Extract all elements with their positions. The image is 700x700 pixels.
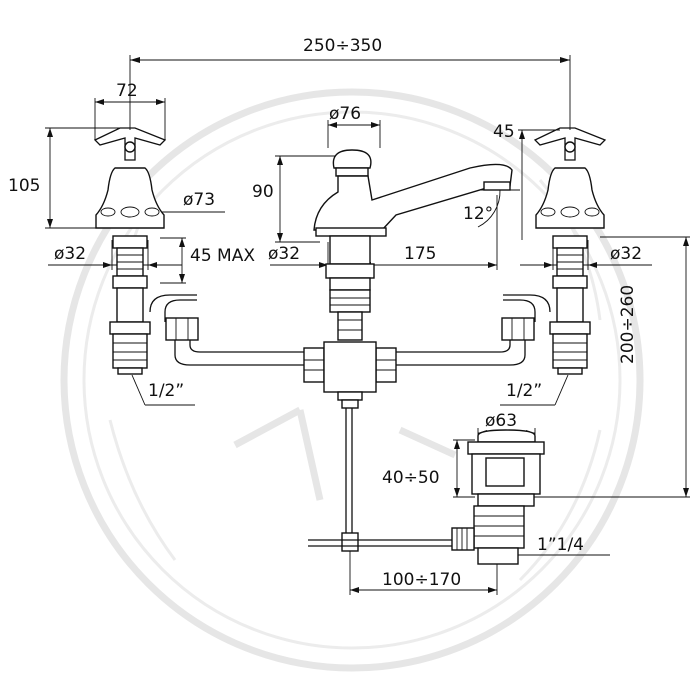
handle-height-label: 105: [8, 176, 41, 196]
waste-diameter-label: ø63: [485, 411, 518, 431]
left-handle-valve: [93, 127, 167, 375]
spout-body: [313, 149, 513, 341]
spout-diameter-label: ø76: [329, 104, 362, 124]
overall-width-label: 250÷350: [303, 36, 383, 56]
spout-reach-label: 175: [404, 244, 437, 264]
max-thickness-label: 45 MAX: [190, 246, 255, 266]
center-shank-label: ø32: [268, 244, 301, 264]
waste-height-label: 40÷50: [382, 468, 440, 488]
dimension-lines: [45, 55, 690, 595]
waste-thread-label: 1”1/4: [537, 535, 584, 555]
waste-assembly: [451, 429, 545, 565]
left-thread-label: 1/2”: [148, 381, 185, 401]
popup-rod: [308, 408, 460, 552]
pipe-length-label: 200÷260: [618, 284, 638, 364]
right-thread-label: 1/2”: [506, 381, 543, 401]
angle-label: 12°: [463, 204, 494, 224]
right-shank-label: ø32: [610, 244, 643, 264]
base-diameter-label: ø73: [183, 190, 216, 210]
rod-length-label: 100÷170: [382, 570, 462, 590]
body-height-label: 90: [252, 182, 274, 202]
right-handle-valve: [533, 127, 607, 375]
handle-top-label: 45: [493, 122, 515, 142]
handle-span-label: 72: [116, 81, 138, 101]
connecting-pipes: [149, 294, 551, 409]
left-shank-label: ø32: [54, 244, 87, 264]
